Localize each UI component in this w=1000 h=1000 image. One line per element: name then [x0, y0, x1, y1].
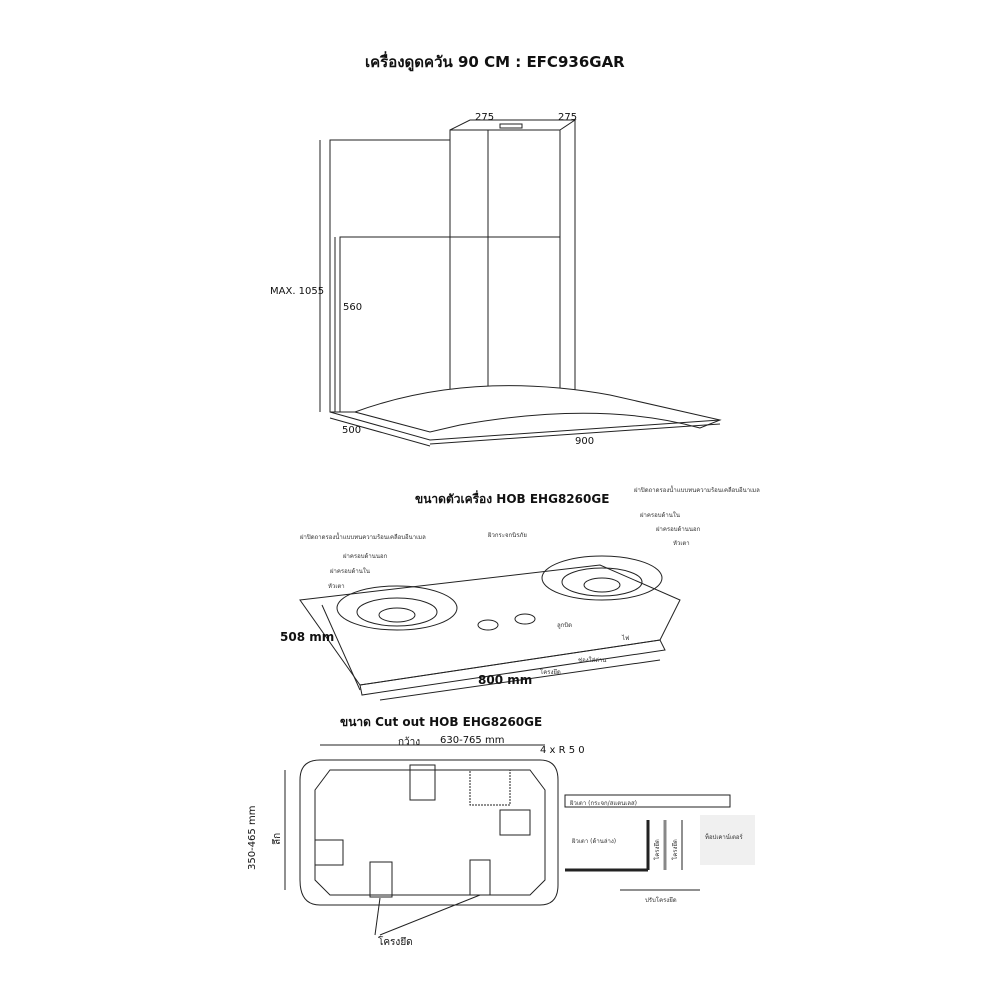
label-battery: ช่องใส่ถ่าน — [578, 657, 607, 664]
label-cap-right: ฝาปิดถาดรองน้ำแบบทนความร้อนเคลือบอีนาเมล — [634, 487, 760, 494]
hood-title: เครื่องดูดควัน 90 CM : EFC936GAR — [365, 53, 625, 71]
section-adjust: ปรับโครงยึด — [645, 897, 677, 904]
label-burner-right: หัวเตา — [673, 540, 690, 547]
section-surface: ผิวเตา (กระจก/สแตนเลส) — [570, 800, 637, 807]
section-counter: ท็อปเคาน์เตอร์ — [705, 834, 743, 841]
range-hood-drawing — [319, 119, 722, 447]
label-glass: ผิวกระจกนิรภัย — [488, 532, 527, 539]
label-knob: ลูกบิด — [557, 622, 573, 629]
label-ignition: ไฟ — [622, 635, 630, 642]
cutout-depth-label: ลึก — [272, 832, 283, 845]
section-bracket-1: โครงยึด — [654, 839, 661, 860]
dim-width: 900 — [575, 436, 595, 447]
cutout-title: ขนาด Cut out HOB EHG8260GE — [340, 715, 543, 729]
label-inner-left: ฝาครอบด้านใน — [330, 568, 370, 575]
dim-top-left: 275 — [475, 112, 495, 123]
label-cap-left: ฝาปิดถาดรองน้ำแบบทนความร้อนเคลือบอีนาเมล — [300, 534, 426, 541]
dim-height-max: MAX. 1055 — [270, 286, 325, 297]
cutout-width: 630-765 mm — [440, 735, 505, 746]
dim-chimney: 560 — [343, 302, 363, 313]
cutout-depth: 350-465 mm — [247, 805, 258, 870]
section-body: ผิวเตา (ด้านล่าง) — [572, 838, 617, 845]
section-bracket-2: โครงยึด — [672, 839, 679, 860]
cutout-drawing — [284, 744, 755, 936]
label-outer-right: ฝาครอบด้านนอก — [656, 526, 701, 533]
hob-title: ขนาดตัวเครื่อง HOB EHG8260GE — [415, 492, 610, 506]
hob-depth: 508 mm — [280, 630, 335, 644]
cutout-bracket: โครงยึด — [378, 937, 413, 948]
hob-drawing — [299, 555, 681, 701]
label-bracket: โครงยึด — [540, 669, 561, 676]
hob-width: 800 mm — [478, 673, 533, 687]
dim-top-right: 275 — [558, 112, 578, 123]
label-inner-right: ฝาครอบด้านใน — [640, 512, 680, 519]
dim-depth: 500 — [342, 425, 362, 436]
label-burner-left: หัวเตา — [328, 583, 345, 590]
cutout-width-label: กว้าง — [398, 737, 421, 748]
cutout-radius: 4 x R 5 0 — [540, 745, 585, 756]
label-outer-left: ฝาครอบด้านนอก — [343, 553, 388, 560]
